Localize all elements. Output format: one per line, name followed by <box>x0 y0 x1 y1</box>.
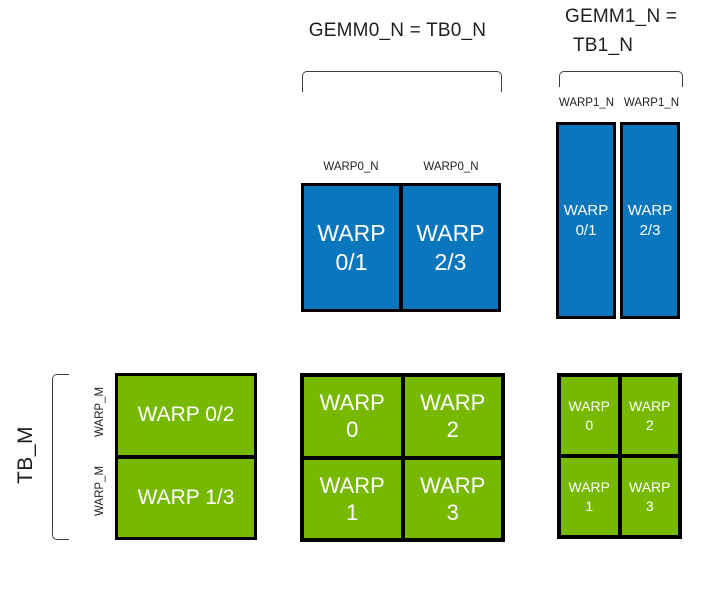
tile-label: WARP <box>319 472 385 498</box>
warp-2-tile: WARP 2 <box>619 375 680 456</box>
gemm1-n-title-line1: GEMM1_N = <box>565 6 678 27</box>
gemm1-warp-tiles: WARP 0/1 WARP 2/3 <box>556 122 680 319</box>
tile-label: 3 <box>446 499 459 525</box>
gemm0-accumulator-grid: WARP 0 WARP 2 WARP 1 WARP 3 <box>300 373 505 542</box>
warp-2-tile: WARP 2 <box>402 375 503 458</box>
warp-1-tile: WARP 1 <box>559 456 620 537</box>
gemm1-n-title-line2: TB1_N <box>573 35 634 56</box>
tile-label: 0 <box>346 417 359 443</box>
tile-label: WARP <box>629 478 671 495</box>
tb-m-bracket <box>52 374 69 540</box>
warp1-n-label: WARP1_N <box>623 97 680 109</box>
tile-label: 2 <box>645 416 654 433</box>
warp-0-tile: WARP 0 <box>302 375 403 458</box>
warp-1-tile: WARP 1 <box>302 457 403 540</box>
tile-label: WARP <box>416 219 485 246</box>
tile-label: WARP <box>629 397 671 414</box>
tile-label: WARP <box>563 201 609 219</box>
tile-label: 0/1 <box>335 248 368 275</box>
tile-label: WARP <box>627 201 673 219</box>
warp0-n-label: WARP0_N <box>423 161 479 173</box>
gemm0-warp-tiles: WARP 0/1 WARP 2/3 <box>301 183 501 312</box>
tile-label: WARP <box>420 472 486 498</box>
warp-3-tile: WARP 3 <box>619 456 680 537</box>
tile-label: 2/3 <box>434 248 467 275</box>
tile-label: 1 <box>346 499 359 525</box>
tb-m-axis-label: TB_M <box>14 426 37 485</box>
warp1-n-label: WARP1_N <box>558 97 615 109</box>
gemm1-warp-2-3-tile: WARP 2/3 <box>620 122 680 319</box>
tb-m-warp-tiles: WARP 0/2 WARP 1/3 <box>115 373 257 540</box>
tile-label: 2/3 <box>639 221 661 239</box>
warp-m-label: WARP_M <box>94 386 106 438</box>
gemm1-n-bracket <box>559 71 683 87</box>
warp1-n-label-row: WARP1_N WARP1_N <box>554 97 684 109</box>
gemm0-n-title: GEMM0_N = TB0_N <box>308 20 487 41</box>
gemm0-warp-0-1-tile: WARP 0/1 <box>304 186 403 309</box>
tile-label: WARP <box>317 219 386 246</box>
warp-m-label: WARP_M <box>94 465 106 517</box>
tile-label: 2 <box>446 417 459 443</box>
tile-label: WARP <box>568 397 610 414</box>
tile-label: WARP <box>568 478 610 495</box>
warp-0-2-tile: WARP 0/2 <box>118 376 254 459</box>
warp-0-tile: WARP 0 <box>559 375 620 456</box>
warp-3-tile: WARP 3 <box>402 457 503 540</box>
warp-1-3-tile: WARP 1/3 <box>137 485 235 509</box>
tile-label: 0 <box>585 416 594 433</box>
gemm0-warp-2-3-tile: WARP 2/3 <box>403 186 498 309</box>
tile-label: 1 <box>585 497 594 514</box>
gemm1-warp-0-1-tile: WARP 0/1 <box>556 122 616 319</box>
gemm1-n-title: GEMM1_N = TB1_N <box>565 6 677 57</box>
tile-label: WARP <box>319 390 385 416</box>
gemm1-accumulator-grid: WARP 0 WARP 2 WARP 1 WARP 3 <box>557 373 682 539</box>
gemm0-n-bracket <box>302 71 502 92</box>
warp0-n-label: WARP0_N <box>323 161 379 173</box>
tile-label: 3 <box>645 497 654 514</box>
tile-label: WARP <box>420 390 486 416</box>
warp0-n-label-row: WARP0_N WARP0_N <box>301 161 501 173</box>
tile-label: 0/1 <box>575 221 597 239</box>
